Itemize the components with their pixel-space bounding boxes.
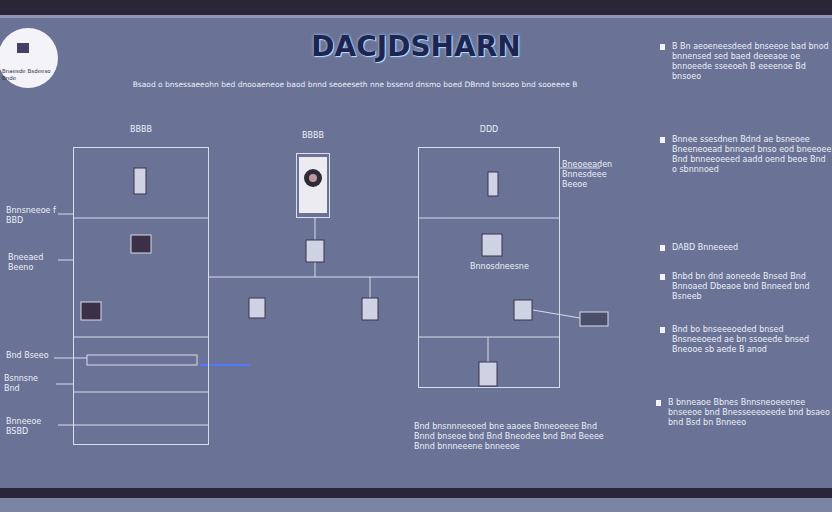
bullet-note: Bnd bo bnseeeoeded bnsed Bnsneeoeed ae b… [660, 325, 832, 355]
note-text: Bnd bo bnseeeoeded bnsed Bnsneeoeed ae b… [672, 325, 809, 354]
accent-line [200, 364, 250, 366]
bullet-note: Bnnee ssesdnen Bdnd ae bsneoee Bneeneoea… [660, 135, 832, 175]
system-box: BBBB [296, 153, 330, 218]
device-icons [81, 157, 608, 386]
bullet-note: DABD Bnneeeed [660, 243, 832, 253]
note-label: Bneeaed Beeno [8, 253, 56, 273]
top-rule [0, 15, 832, 18]
box-heading: DDD [480, 125, 498, 134]
connector [209, 277, 418, 278]
note-label: Bnnosdneesne [470, 262, 530, 272]
box-heading: BBBB [130, 125, 152, 134]
note-text: B Bn aeoeneesdeed bnseeoe bad bnod bnnen… [672, 42, 829, 81]
note-label: Bneoeeaden Bnnesdeee Beeoe [562, 160, 628, 190]
note-text: DABD Bnneeeed [672, 243, 738, 252]
note-text: Bnnsneeoe f BBD [6, 206, 56, 225]
note-text: Bnneeoe BSBD [6, 417, 41, 436]
top-band [0, 0, 832, 15]
bullet-mark [660, 44, 665, 50]
note-text: Bneoeeaden Bnnesdeee Beeoe [562, 160, 612, 189]
note-text: Bnaesde Bsdeeso Bnde [2, 68, 51, 81]
note-text: Bneeaed Beeno [8, 253, 43, 272]
bullet-note: Bnbd bn dnd aoneede Bnsed Bnd Bnnoaed Db… [660, 272, 832, 302]
note-text: Bnd bnsnnneeoed bne aaoee Bnneoeeee Bnd … [414, 422, 604, 451]
note-label: Bnneeoe BSBD [6, 417, 58, 437]
bullet-mark [660, 327, 665, 333]
bullet-note: B Bn aeoeneesdeed bnseeoe bad bnod bnnen… [660, 42, 832, 82]
system-box: BBBB [73, 147, 209, 445]
note-label: Bnd Bseeo [6, 351, 54, 361]
note-text: Bsaod o bnsessaeeohn bed dnooaeneoe baod… [133, 80, 578, 89]
bullet-mark [656, 400, 661, 406]
bottom-band [0, 488, 832, 498]
note-text: Bnbd bn dnd aoneede Bnsed Bnd Bnnoaed Db… [672, 272, 809, 301]
bullet-mark [660, 245, 665, 251]
note-text: Bnd Bseeo [6, 351, 49, 360]
logo-icon [17, 43, 29, 53]
bullet-note: B bnneaoe Bbnes Bnnsneoeeenee bnseeoe bn… [656, 398, 832, 428]
bullet-mark [660, 274, 665, 280]
note-label: Bnnsneeoe f BBD [6, 206, 58, 226]
bullet-mark [660, 137, 665, 143]
bottom-strip [0, 498, 832, 512]
note-label: Bnaesde Bsdeeso Bnde [2, 68, 54, 82]
note-text: Bsnnsne Bnd [4, 374, 38, 393]
note-label: Bsnnsne Bnd [4, 374, 56, 394]
note-label: Bsaod o bnsessaeeohn bed dnooaeneoe baod… [130, 80, 580, 89]
logo-circle [0, 28, 58, 88]
note-text: Bnnee ssesdnen Bdnd ae bsneoee Bneeneoea… [672, 135, 831, 174]
note-label: Bnd bnsnnneeoed bne aaoee Bnneoeeee Bnd … [414, 422, 614, 452]
box-heading: BBBB [302, 131, 324, 140]
note-text: B bnneaoe Bbnes Bnnsneoeeenee bnseeoe bn… [668, 398, 830, 427]
note-text: Bnnosdneesne [470, 262, 529, 271]
